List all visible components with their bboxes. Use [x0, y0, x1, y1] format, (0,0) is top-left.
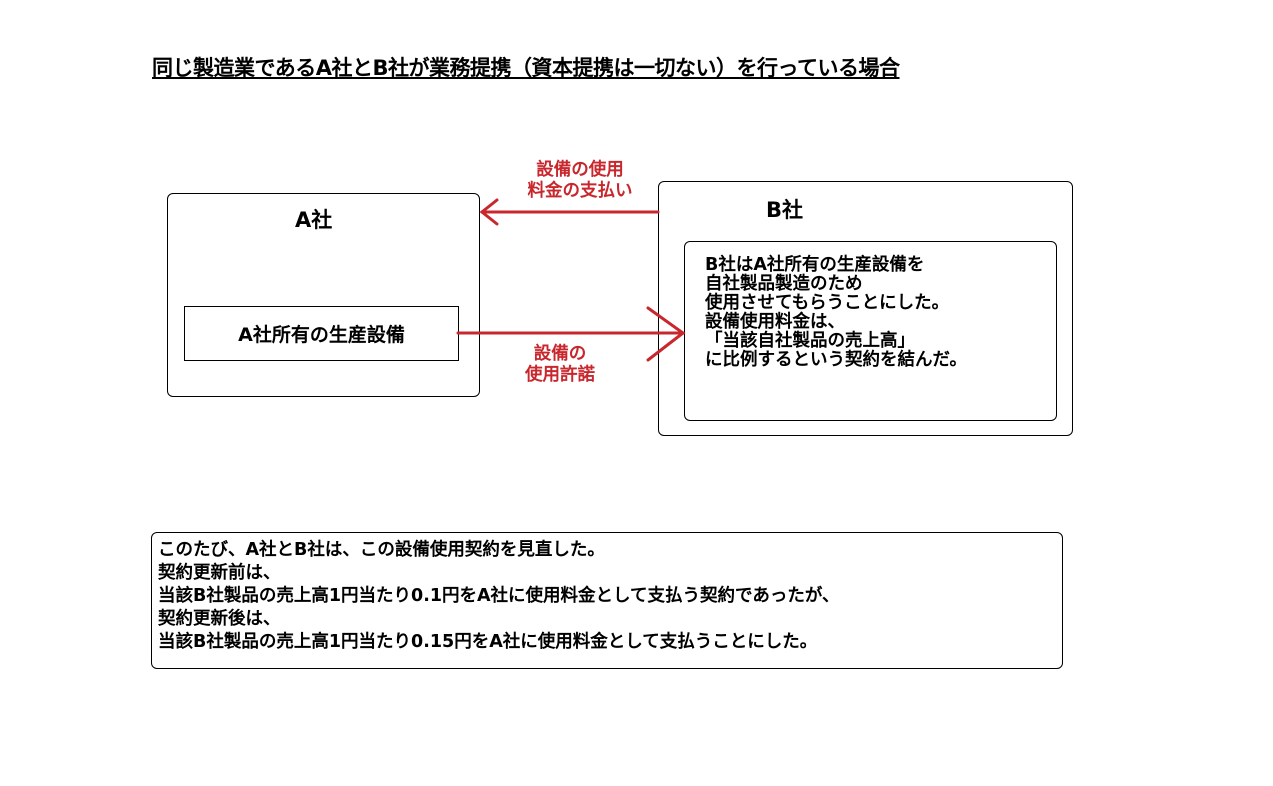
- company-b-box: B社 B社はA社所有の生産設備を 自社製品製造のため 使用させてもらうことにした…: [658, 181, 1073, 436]
- fee-payment-label-line1: 設備の使用: [536, 160, 624, 180]
- contract-note-box: このたび、A社とB社は、この設備使用契約を見直した。 契約更新前は、 当該B社製…: [151, 532, 1063, 669]
- fee-payment-arrow: [479, 198, 660, 226]
- usage-license-label: 設備の 使用許諾: [490, 344, 630, 386]
- company-b-description-line: B社はA社所有の生産設備を: [705, 255, 925, 275]
- contract-note-line: 契約更新後は、: [158, 609, 281, 629]
- company-b-description-line: 自社製品製造のため: [705, 274, 863, 294]
- company-a-box: A社 A社所有の生産設備: [167, 193, 480, 397]
- company-b-description-line: 使用させてもらうことにした。: [705, 293, 950, 313]
- contract-note-line: 当該B社製品の売上高1円当たり0.15円をA社に使用料金として支払うことにした。: [158, 632, 818, 652]
- company-b-description-line: に比例するという契約を結んだ。: [705, 350, 967, 370]
- company-a-equipment-label: A社所有の生産設備: [238, 324, 405, 346]
- usage-license-label-line1: 設備の: [533, 344, 587, 364]
- fee-payment-label-line2: 料金の支払い: [527, 181, 633, 201]
- contract-note-line: 当該B社製品の売上高1円当たり0.1円をA社に使用料金として支払う契約であったが…: [158, 586, 840, 606]
- company-a-label: A社: [295, 208, 333, 232]
- company-b-description-line: 設備使用料金は、: [705, 312, 845, 332]
- company-a-equipment-box: A社所有の生産設備: [184, 306, 459, 361]
- company-b-description-box: B社はA社所有の生産設備を 自社製品製造のため 使用させてもらうことにした。 設…: [684, 241, 1057, 421]
- company-b-description-line: 「当該自社製品の売上高」: [705, 331, 915, 351]
- company-b-label: B社: [766, 198, 804, 222]
- contract-note-line: このたび、A社とB社は、この設備使用契約を見直した。: [158, 540, 605, 560]
- usage-license-label-line2: 使用許諾: [525, 365, 595, 385]
- fee-payment-label: 設備の使用 料金の支払い: [500, 160, 660, 202]
- contract-note-line: 契約更新前は、: [158, 563, 281, 583]
- diagram-title: 同じ製造業であるA社とB社が業務提携（資本提携は一切ない）を行っている場合: [152, 56, 900, 80]
